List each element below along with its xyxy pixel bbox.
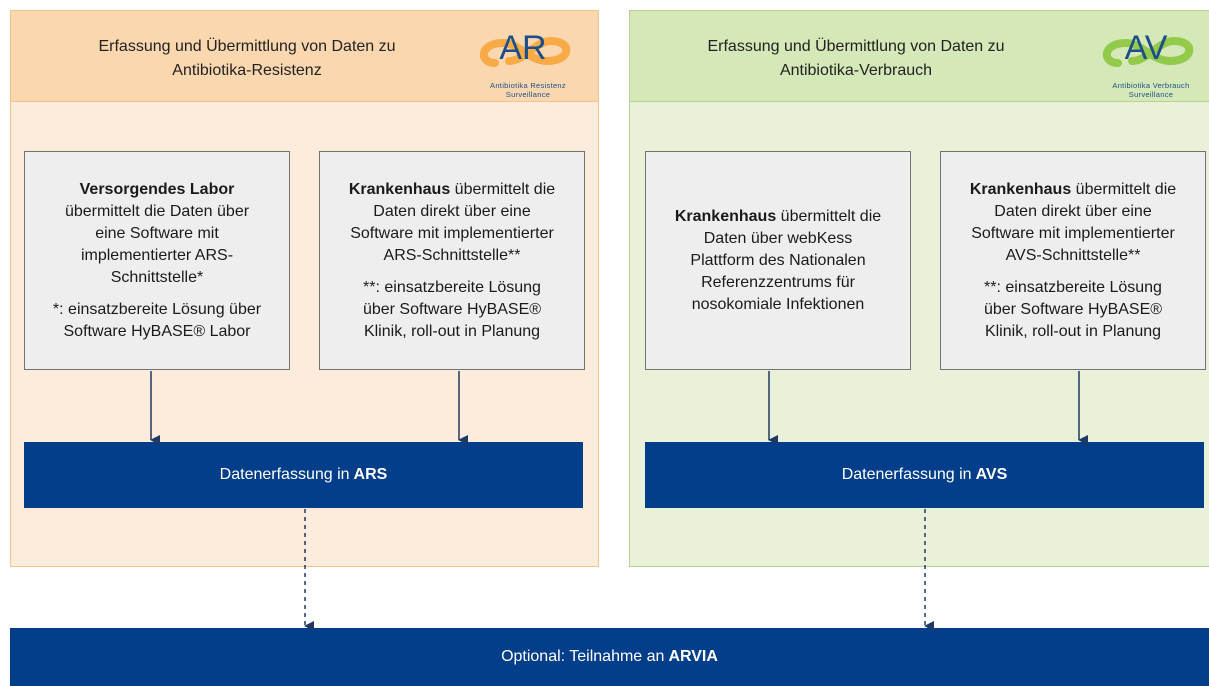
avs-box-krankenhaus-line3: Software mit implementierter xyxy=(971,224,1175,242)
avs-bar-bold: AVS xyxy=(975,466,1008,483)
ars-box-krankenhaus-line3: Software mit implementierter xyxy=(350,224,554,242)
ars-bar-text: Datenerfassung in xyxy=(219,466,350,483)
ars-box-labor-line3: implementierter ARS- xyxy=(80,246,234,264)
avs-logo-text: AV xyxy=(1125,29,1168,67)
avs-box-krankenhaus-line2: Daten direkt über eine xyxy=(994,202,1152,220)
ars-box-krankenhaus: Krankenhaus übermittelt die Daten direkt… xyxy=(319,151,585,370)
ars-box-krankenhaus-bold: Krankenhaus xyxy=(348,180,451,198)
avs-logo-sub1: Antibiotika Verbrauch xyxy=(1112,81,1190,90)
ars-box-krankenhaus-note3: Klinik, roll-out in Planung xyxy=(363,322,541,340)
avs-box-krankenhaus: Krankenhaus übermittelt die Daten direkt… xyxy=(940,151,1206,370)
ars-logo-text: AR xyxy=(499,29,546,67)
ars-logo-sub1: Antibiotika Resistenz xyxy=(490,81,566,90)
avs-header-title: Erfassung und Übermittlung von Daten zu … xyxy=(656,35,1056,83)
avs-logo-sub2: Surveillance xyxy=(1128,90,1174,99)
avs-box-webkess-line5: nosokomiale Infektionen xyxy=(691,295,865,313)
ars-logo-sub2: Surveillance xyxy=(505,90,551,99)
avs-box-krankenhaus-note3: Klinik, roll-out in Planung xyxy=(984,322,1162,340)
arvia-bar-bold: ARVIA xyxy=(668,648,718,665)
ars-box-krankenhaus-line2: Daten direkt über eine xyxy=(373,202,531,220)
ars-bar-bold: ARS xyxy=(353,466,388,483)
avs-box-krankenhaus-note2: über Software HyBASE® xyxy=(983,300,1163,318)
avs-box-krankenhaus-line4: AVS-Schnittstelle** xyxy=(1005,246,1141,264)
arvia-bar-text: Optional: Teilnahme an xyxy=(501,648,665,665)
ars-box-labor-line4: Schnittstelle* xyxy=(110,268,204,286)
ars-box-labor-note1: *: einsatzbereite Lösung über xyxy=(52,300,262,318)
avs-panel-header: Erfassung und Übermittlung von Daten zu … xyxy=(630,11,1209,102)
ars-box-krankenhaus-note1: **: einsatzbereite Lösung xyxy=(363,278,541,296)
ars-box-krankenhaus-note2: über Software HyBASE® xyxy=(362,300,542,318)
avs-box-webkess-line4: Referenzzentrums für xyxy=(701,273,855,291)
ars-box-labor-line2: eine Software mit xyxy=(95,224,219,242)
avs-logo: AV Antibiotika Verbrauch Surveillance xyxy=(1096,19,1206,99)
avs-logo-graphic: AV xyxy=(1103,29,1194,67)
ars-box-labor-bold: Versorgendes Labor xyxy=(79,180,235,198)
avs-box-webkess-line2: Daten über webKess xyxy=(703,229,853,247)
ars-box-labor: Versorgendes Labor übermittelt die Daten… xyxy=(24,151,290,370)
avs-box-krankenhaus-line1: übermittelt die xyxy=(1071,180,1177,198)
ars-logo: AR Antibiotika Resistenz Surveillance xyxy=(473,19,583,99)
ars-header-line1: Erfassung und Übermittlung von Daten zu xyxy=(98,38,396,55)
ars-header-line2: Antibiotika-Resistenz xyxy=(172,62,322,79)
ars-box-krankenhaus-line4: ARS-Schnittstelle** xyxy=(383,246,521,264)
ars-box-krankenhaus-line1: übermittelt die xyxy=(450,180,556,198)
avs-box-webkess: Krankenhaus übermittelt die Daten über w… xyxy=(645,151,911,370)
ars-box-labor-line1: übermittelt die Daten über xyxy=(64,202,250,220)
avs-box-webkess-bold: Krankenhaus xyxy=(674,207,777,225)
ars-panel-header: Erfassung und Übermittlung von Daten zu … xyxy=(11,11,598,102)
avs-bar-text: Datenerfassung in xyxy=(841,466,972,483)
ars-logo-graphic: AR xyxy=(480,29,571,67)
avs-box-webkess-line3: Plattform des Nationalen xyxy=(690,251,866,269)
avs-box-webkess-line1: übermittelt die xyxy=(776,207,882,225)
avs-box-krankenhaus-note1: **: einsatzbereite Lösung xyxy=(984,278,1162,296)
avs-box-krankenhaus-bold: Krankenhaus xyxy=(969,180,1072,198)
avs-header-line1: Erfassung und Übermittlung von Daten zu xyxy=(707,38,1005,55)
ars-header-title: Erfassung und Übermittlung von Daten zu … xyxy=(47,35,447,83)
avs-header-line2: Antibiotika-Verbrauch xyxy=(779,62,933,79)
ars-box-labor-note2: Software HyBASE® Labor xyxy=(63,322,251,340)
